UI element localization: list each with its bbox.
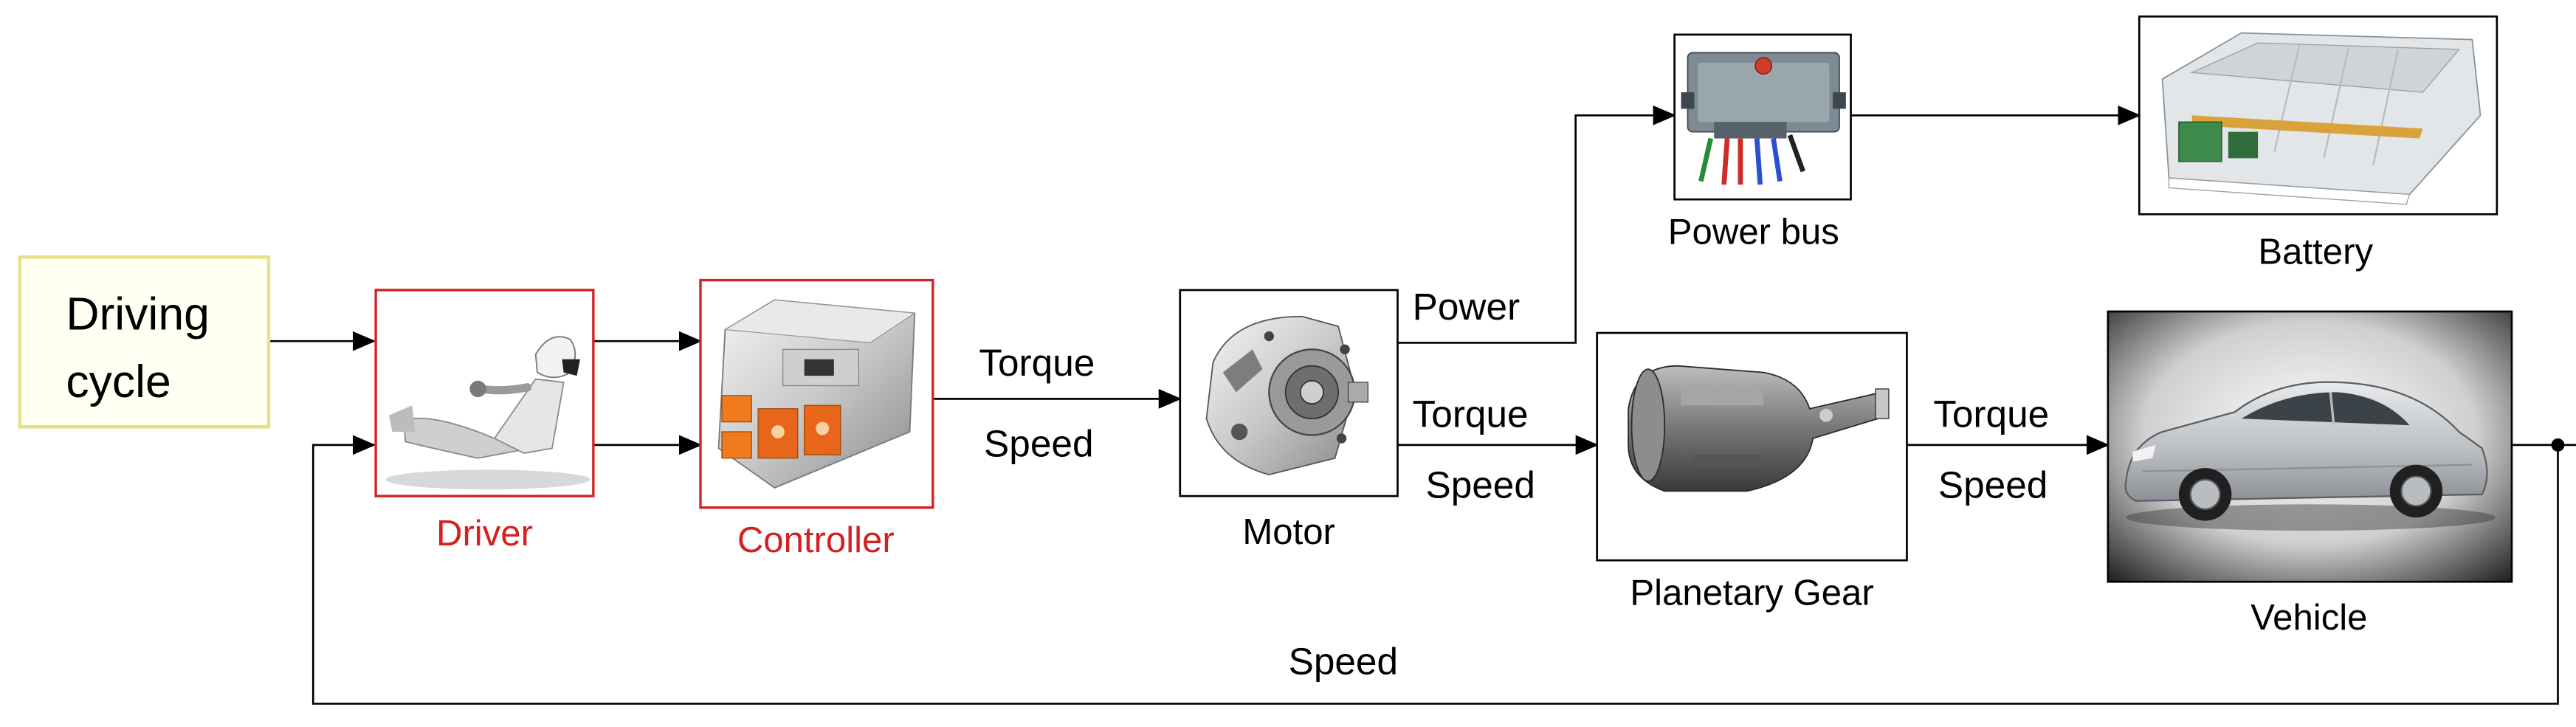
- battery-pack-icon: [2161, 32, 2482, 205]
- electric-motor-icon: [1205, 315, 1368, 475]
- seated-racing-driver-icon: [385, 336, 590, 490]
- power-bus-label: Power bus: [1668, 212, 1839, 252]
- line-motor-to-power-bus: [1397, 105, 1676, 344]
- transmission-gearbox-icon: [1628, 365, 1890, 492]
- signal-motor-torque: Torque: [1413, 393, 1529, 435]
- controller-label: Controller: [737, 520, 895, 560]
- driving-cycle-label-line2: cycle: [66, 356, 171, 407]
- vehicle-block[interactable]: Vehicle: [2107, 310, 2513, 638]
- driver-label: Driver: [436, 514, 533, 554]
- planetary-gear-label: Planetary Gear: [1630, 573, 1873, 613]
- power-bus-block[interactable]: Power bus: [1668, 33, 1852, 252]
- signal-gear-speed: Speed: [1938, 464, 2048, 506]
- signal-motor-power: Power: [1413, 286, 1521, 328]
- line-speed-feedback: [311, 435, 2559, 705]
- vehicle-label: Vehicle: [2250, 598, 2367, 638]
- motor-controller-unit-icon: [717, 299, 917, 489]
- signal-controller-speed: Speed: [984, 423, 1093, 465]
- motor-label: Motor: [1242, 512, 1335, 552]
- signal-feedback-speed: Speed: [1289, 640, 1398, 682]
- feedback-junction-dot: [2551, 438, 2565, 452]
- connections: [268, 105, 2576, 705]
- battery-block[interactable]: Battery: [2138, 15, 2498, 272]
- signal-motor-speed: Speed: [1425, 464, 1535, 506]
- battery-label: Battery: [2258, 232, 2373, 272]
- driving-cycle-label-line1: Driving: [66, 289, 210, 340]
- signal-controller-torque: Torque: [979, 342, 1095, 384]
- driving-cycle-box: [18, 255, 271, 429]
- motor-block[interactable]: Motor: [1179, 289, 1399, 552]
- hatchback-car-icon: [2124, 381, 2496, 531]
- planetary-gear-block[interactable]: Planetary Gear: [1596, 331, 1908, 613]
- driver-block[interactable]: Driver: [374, 289, 595, 554]
- signal-gear-torque: Torque: [1933, 393, 2049, 435]
- driving-cycle-block[interactable]: Driving cycle: [18, 255, 271, 429]
- power-distribution-box-icon: [1681, 52, 1846, 185]
- controller-block[interactable]: Controller: [699, 278, 934, 560]
